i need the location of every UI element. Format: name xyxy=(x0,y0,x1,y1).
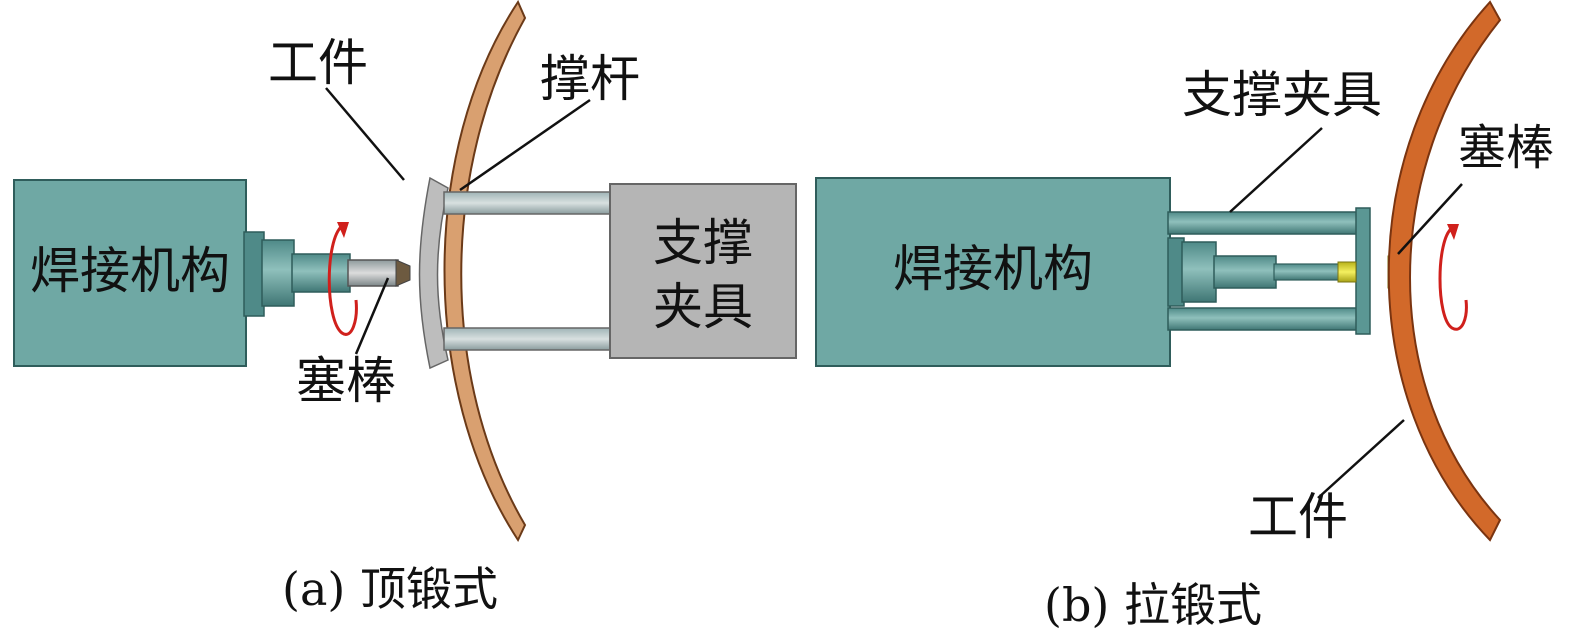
strut-lower-a xyxy=(443,327,613,351)
support-fixture-box-a xyxy=(609,183,797,359)
leader-support-fixture-b xyxy=(1229,127,1323,213)
fixture-rod-lower-b xyxy=(1167,307,1361,331)
pull-rod-b xyxy=(1273,263,1341,281)
panel-a xyxy=(13,0,797,543)
welding-unit-box-b xyxy=(815,177,1171,367)
leader-plug-rod-b xyxy=(1397,183,1463,255)
fixture-end-plate-b xyxy=(1355,207,1371,335)
spindle-shaft-a xyxy=(291,253,351,293)
support-pad-a xyxy=(418,176,449,370)
welding-unit-box-a xyxy=(13,179,247,367)
welding-unit-label-b: 焊接机构 xyxy=(893,240,1093,298)
caption-b: (b) 拉锻式 xyxy=(1044,578,1262,632)
workpiece-arc-b xyxy=(1387,0,1502,542)
plug-rod-label-a: 塞棒 xyxy=(296,352,396,410)
spindle-shaft-b xyxy=(1213,255,1277,289)
rotation-arrowhead-a xyxy=(337,222,349,238)
fixture-rod-upper-b xyxy=(1167,211,1361,235)
spindle-body-b xyxy=(1181,241,1217,303)
workpiece-label-a: 工件 xyxy=(268,34,368,92)
caption-a: (a) 顶锻式 xyxy=(282,562,498,616)
support-fixture-label-a-line2: 夹具 xyxy=(653,278,753,336)
support-fixture-label-a-line1: 支撑 xyxy=(653,214,753,272)
panel-b xyxy=(815,0,1502,542)
plug-rod-a xyxy=(347,259,399,287)
rotation-arrow-a xyxy=(327,224,358,336)
welding-unit-label-a: 焊接机构 xyxy=(30,242,230,300)
plug-rod-label-b: 塞棒 xyxy=(1458,120,1555,176)
strut-upper-a xyxy=(443,191,613,215)
strut-label-a: 撑杆 xyxy=(540,50,640,108)
rotation-arrowhead-b xyxy=(1447,224,1459,240)
plug-rod-tip-a xyxy=(395,259,411,287)
leader-workpiece-b xyxy=(1317,419,1405,499)
spindle-body-a xyxy=(261,239,295,307)
support-fixture-label-b: 支撑夹具 xyxy=(1182,66,1382,124)
plug-rod-b xyxy=(1337,261,1357,283)
leader-strut-a xyxy=(459,98,591,192)
spindle-flange-a xyxy=(243,231,265,317)
rotation-arrow-b xyxy=(1438,226,1468,331)
leader-workpiece-a xyxy=(325,87,405,181)
leader-plug-rod-a xyxy=(354,277,390,355)
workpiece-label-b: 工件 xyxy=(1248,488,1348,546)
workpiece-arc-a xyxy=(443,0,527,543)
